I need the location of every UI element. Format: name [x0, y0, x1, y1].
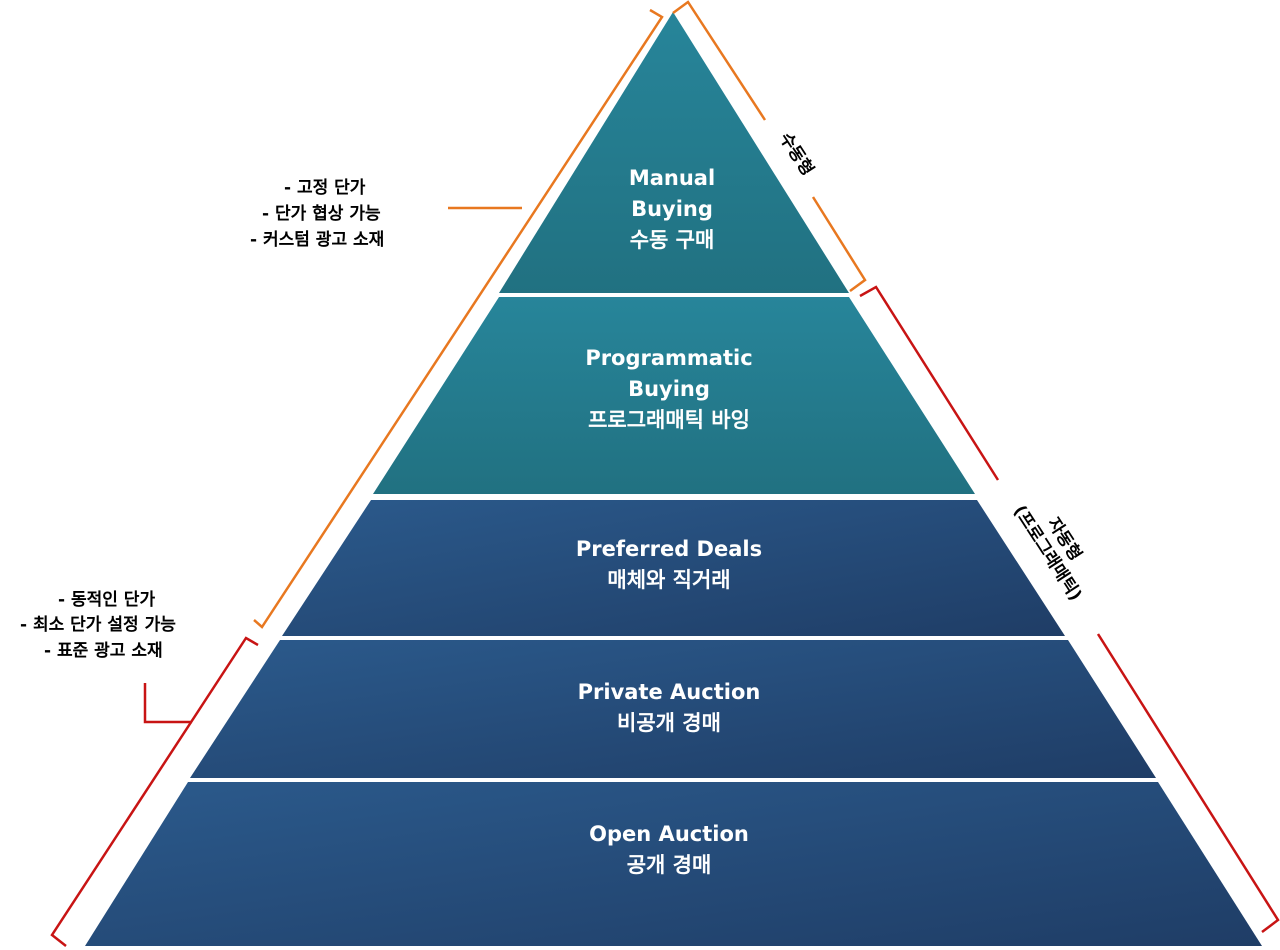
left-bracket-orange: [253, 8, 664, 629]
manual-label-line3: 수동 구매: [630, 228, 715, 252]
left-note-bottom-1: - 동적인 단가: [58, 590, 155, 610]
tier-open-auction: [85, 782, 1262, 946]
left-note-top-1: - 고정 단가: [284, 178, 366, 198]
preferred-label-line2: 매체와 직거래: [607, 568, 730, 592]
private-label-line1: Private Auction: [578, 680, 761, 704]
preferred-label-line1: Preferred Deals: [576, 537, 762, 561]
right-bracket-orange-bottom: [811, 196, 867, 293]
left-note-bottom-2: - 최소 단가 설정 가능: [20, 615, 176, 635]
tier-programmatic-buying: [373, 297, 975, 494]
left-bracket-red-connector: [143, 683, 192, 724]
tier-preferred-deals: [282, 500, 1065, 636]
right-bracket-red-bottom: [1096, 633, 1280, 933]
open-label-line2: 공개 경매: [627, 853, 712, 877]
open-label-line1: Open Auction: [589, 822, 749, 846]
private-label-line2: 비공개 경매: [617, 711, 721, 735]
programmatic-label-line2: Buying: [628, 377, 710, 401]
left-bracket-red: [50, 636, 259, 947]
programmatic-label-line3: 프로그래매틱 바잉: [588, 408, 750, 432]
right-bracket-red-top: [859, 285, 1000, 481]
tier-private-auction: [190, 640, 1156, 778]
right-bracket-orange-top: [672, 0, 767, 121]
left-note-bottom-3: - 표준 광고 소재: [44, 641, 163, 661]
manual-label-line2: Buying: [631, 197, 713, 221]
tier-manual-buying: [499, 12, 849, 293]
left-note-top-3: - 커스텀 광고 소재: [250, 230, 384, 250]
programmatic-label-line1: Programmatic: [585, 346, 752, 370]
left-note-top-2: - 단가 협상 가능: [262, 203, 381, 224]
right-label-manual: 수동형: [775, 129, 818, 180]
manual-label-line1: Manual: [629, 166, 715, 190]
